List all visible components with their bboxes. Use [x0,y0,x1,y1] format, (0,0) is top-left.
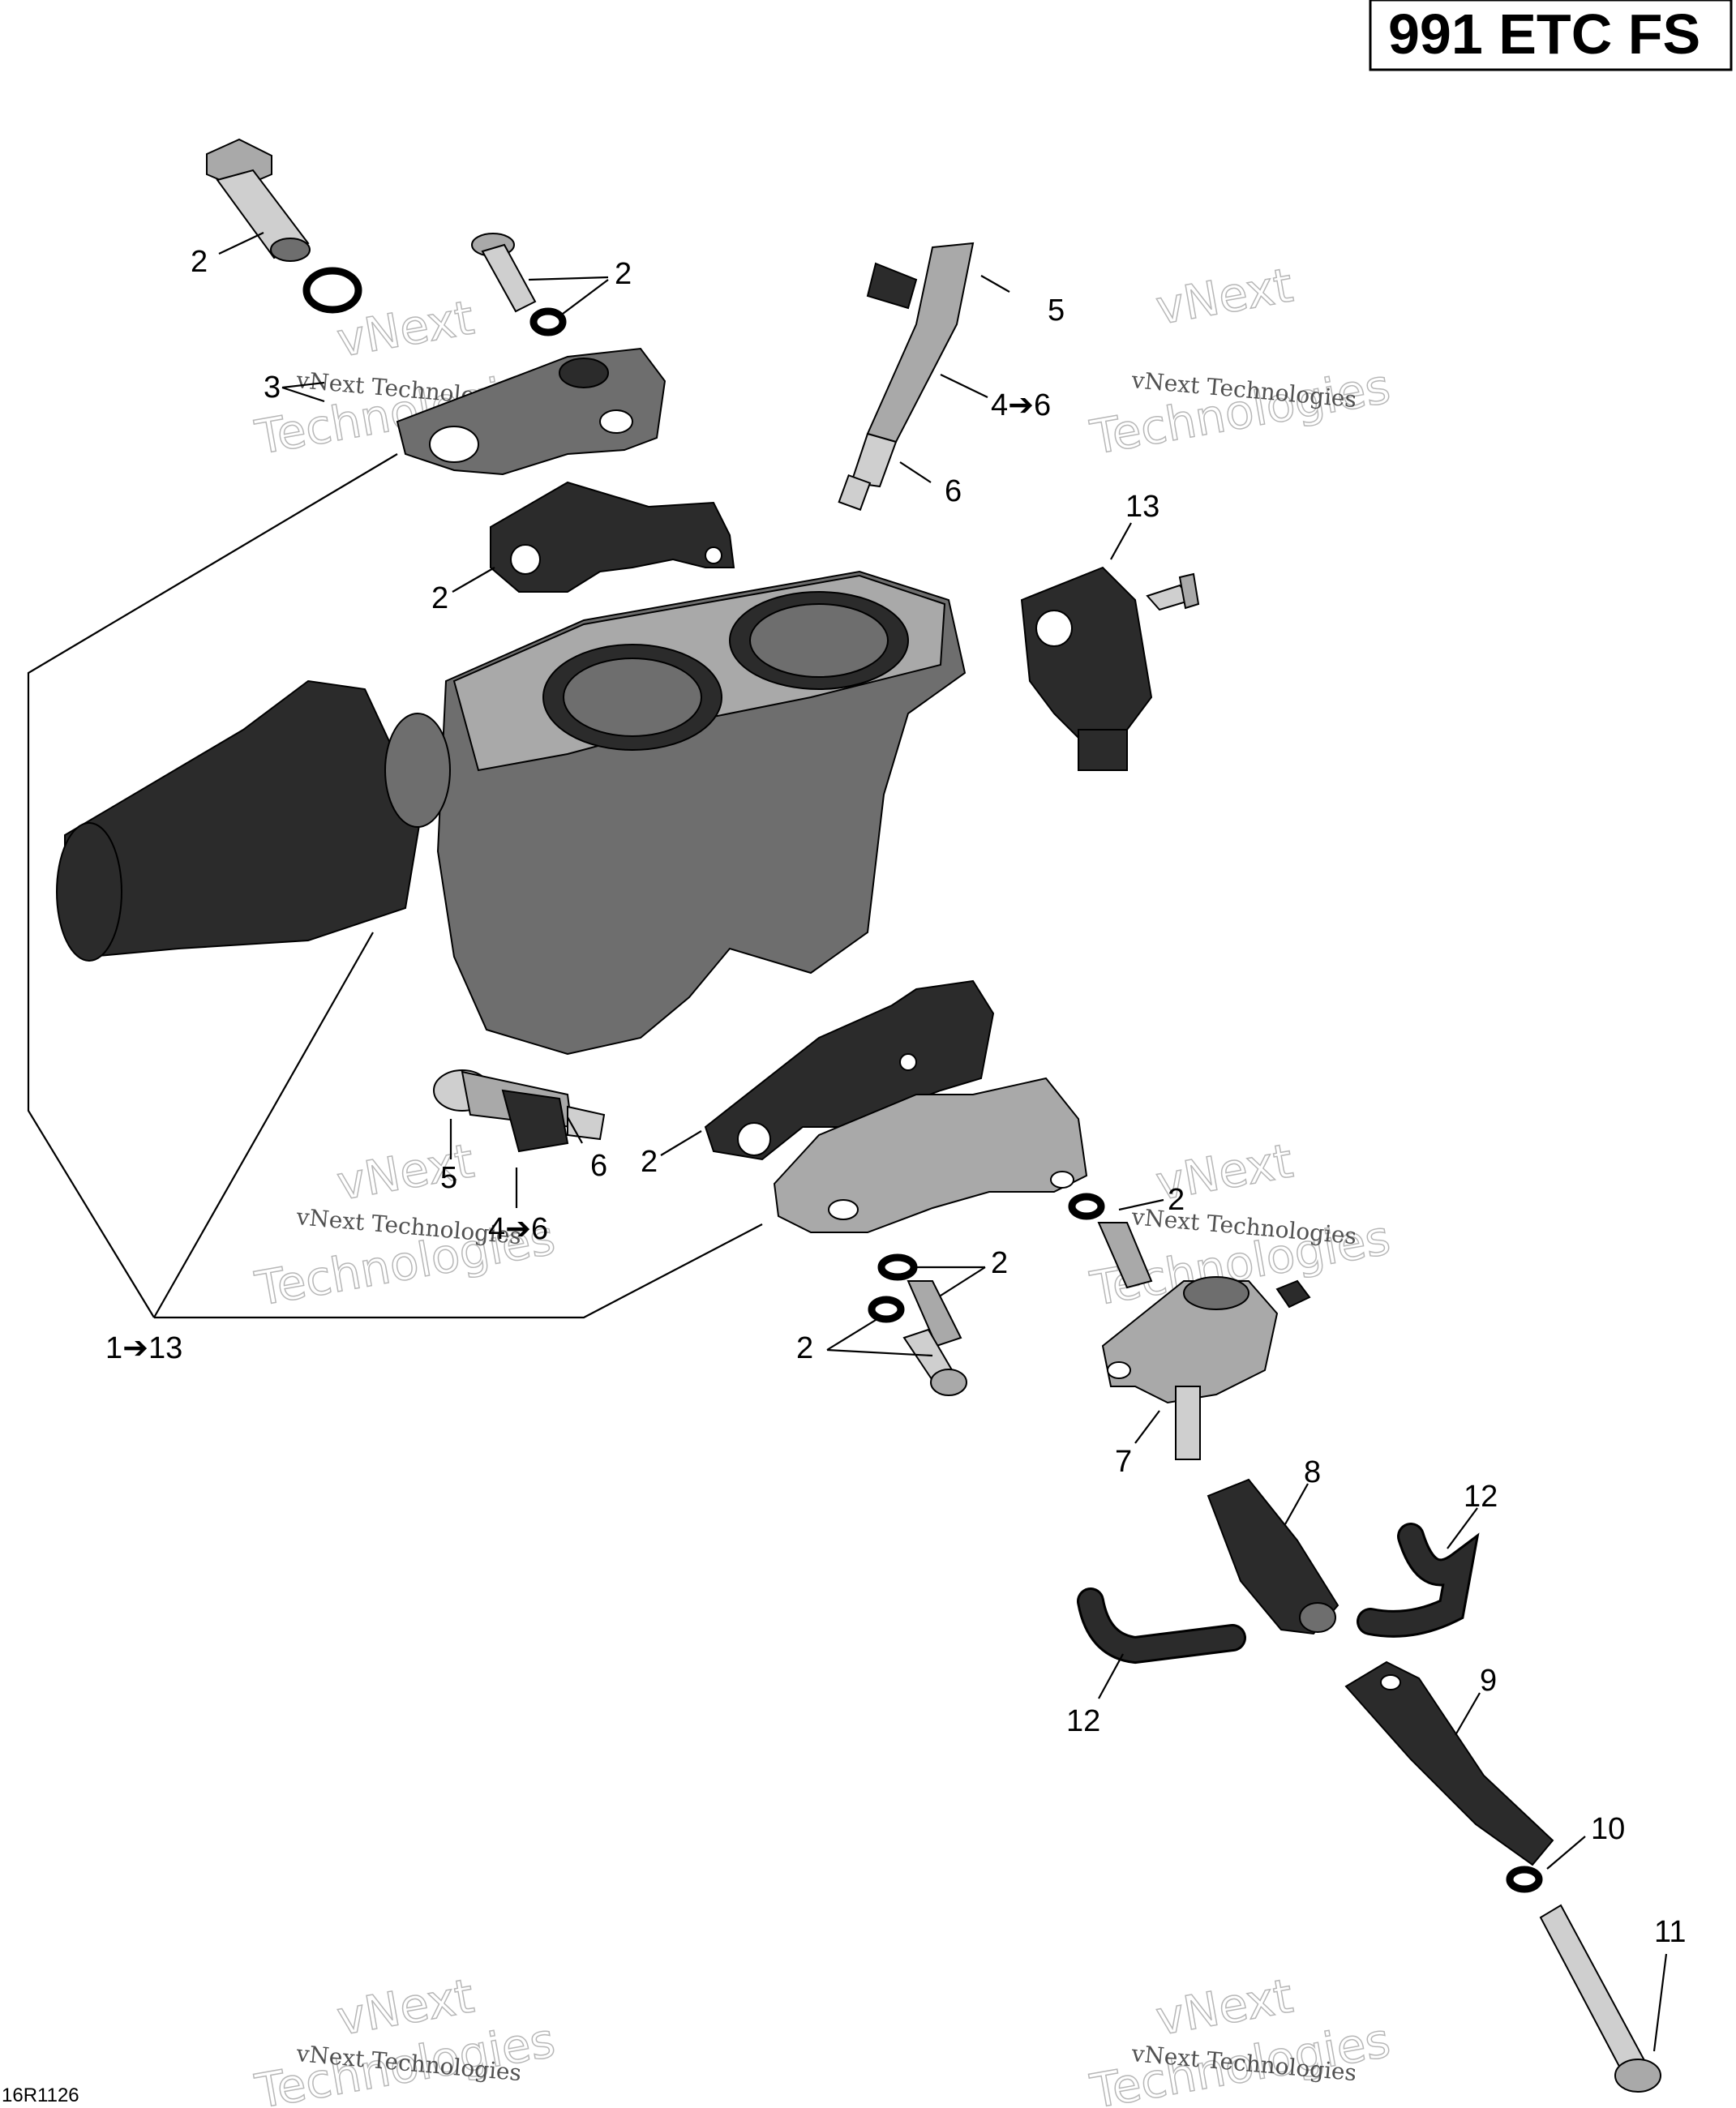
fuel-injector-left [433,1069,606,1153]
hose-12-right-inner [1359,1525,1477,1635]
callout-2-small-bolt: 2 [615,257,632,291]
callouts: 2 2 3 5 4➔6 6 2 13 5 6 4➔6 2 2 2 2 1➔13 … [105,245,1686,1949]
callout-3: 3 [264,371,281,405]
callout-7: 7 [1115,1445,1132,1479]
o-ring-mid-1 [877,1253,918,1281]
callout-2-top-bolt: 2 [191,245,208,279]
callout-2-gasket-bottom: 2 [641,1145,658,1179]
o-ring-right [1068,1193,1105,1220]
callout-5-left: 5 [440,1161,457,1195]
o-ring-3 [302,267,362,314]
o-ring-small-top [529,307,567,336]
hose-12-left-inner [1079,1590,1244,1662]
fitting-mid [907,1280,962,1347]
washer-10 [1506,1866,1543,1893]
leader-lines [27,232,1668,2052]
sensor-13 [1020,566,1153,771]
callout-1-13: 1➔13 [105,1331,182,1365]
callout-9: 9 [1480,1664,1497,1698]
callout-8: 8 [1304,1455,1321,1489]
callout-2-o-ring-right: 2 [1168,1183,1185,1217]
callout-2-bolt-mid: 2 [796,1331,813,1365]
watermark-top-right: vNext Technologies vNext Technologies [1086,257,1395,466]
sensor-screw [1146,572,1200,611]
gasket-bottom [704,979,995,1161]
o-ring-mid-2 [868,1296,905,1323]
callout-4-6-top: 4➔6 [991,388,1051,422]
bolt-mid [902,1328,967,1396]
fuel-rail-bottom [773,1077,1088,1233]
pressure-regulator-7 [1101,1276,1311,1460]
bracket-9 [1344,1660,1554,1866]
callout-13: 13 [1125,490,1159,524]
small-bolt-top [471,233,537,313]
callout-6-top: 6 [945,474,962,508]
callout-2-o-ring-mid: 2 [991,1246,1008,1280]
page-title: 991 ETC FS [1388,2,1700,66]
callout-4-6-left: 4➔6 [488,1212,548,1246]
callout-5-top: 5 [1048,293,1065,328]
bolt-11 [1539,1904,1661,2093]
fuel-injector-top [838,242,975,511]
watermark-bottom-left: vNext Technologies vNext Technologies [251,1968,559,2108]
fitting-right [1097,1222,1153,1289]
title-box: 991 ETC FS [1369,0,1733,71]
intake-boot [56,679,451,962]
throttle-body [436,570,967,1056]
fuel-rail-top [396,347,667,476]
callout-10: 10 [1591,1812,1625,1846]
gasket-top [490,481,735,593]
callout-6-left: 6 [590,1149,607,1183]
banjo-bolt-top [206,138,311,262]
watermark-text-top: vNext [1152,257,1297,335]
watermark-bottom-right: vNext Technologies vNext Technologies [1086,1968,1395,2108]
callout-12-left: 12 [1066,1704,1100,1738]
reference-code: 16R1126 [2,2084,79,2106]
callout-11: 11 [1654,1915,1686,1949]
connector-8 [1207,1478,1340,1635]
callout-12-right: 12 [1464,1480,1498,1514]
callout-2-gasket-top: 2 [431,581,448,615]
